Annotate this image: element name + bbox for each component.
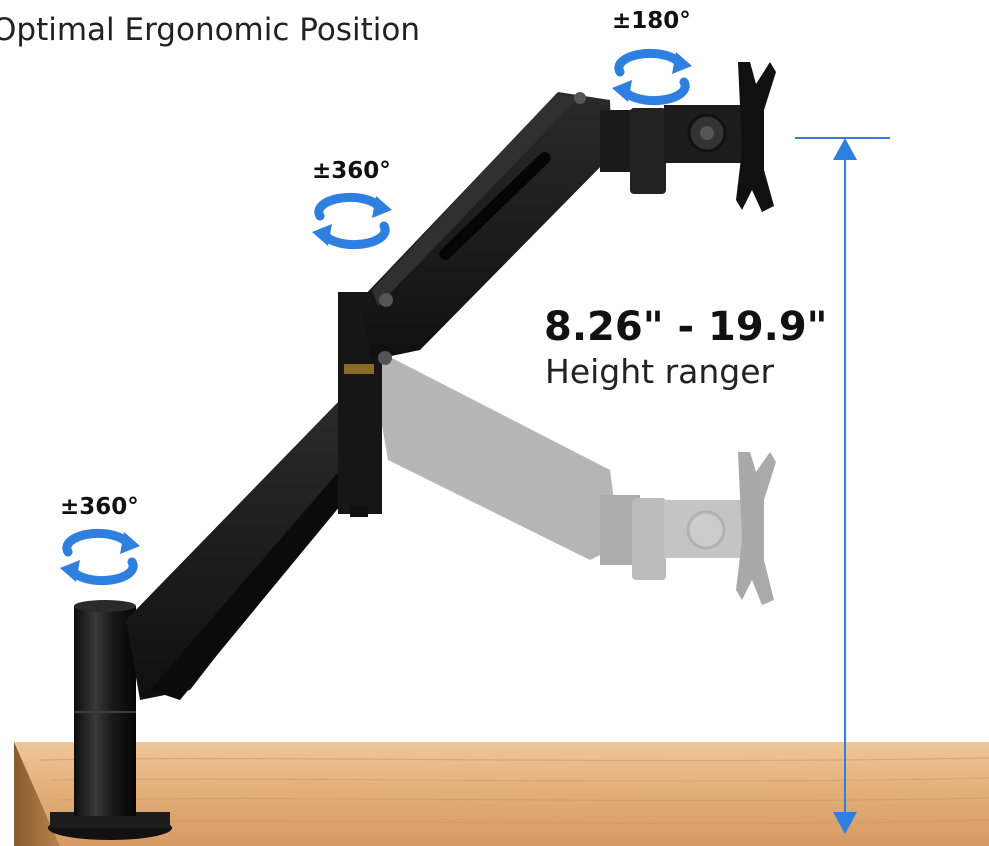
height-range-value: 8.26" - 19.9" <box>544 304 828 350</box>
rotation-angle-middle: ±360° <box>312 158 391 184</box>
subtitle: Optimal Ergonomic Position <box>0 12 420 48</box>
rotation-angle-top: ±180° <box>612 8 691 34</box>
rotation-arrow-top-icon <box>612 48 692 106</box>
rotation-arrow-middle-icon <box>312 192 392 250</box>
upper-arm <box>360 92 612 365</box>
vesa-head <box>600 62 776 212</box>
desk-clamp-pole <box>48 600 172 840</box>
lowered-arm-ghost <box>372 358 776 605</box>
rotation-arrow-base-icon <box>60 528 140 586</box>
height-range-label: Height ranger <box>545 352 775 391</box>
height-dimension-line <box>795 137 890 834</box>
lower-arm <box>126 400 375 700</box>
rotation-angle-base: ±360° <box>60 494 139 520</box>
desk <box>14 742 989 846</box>
